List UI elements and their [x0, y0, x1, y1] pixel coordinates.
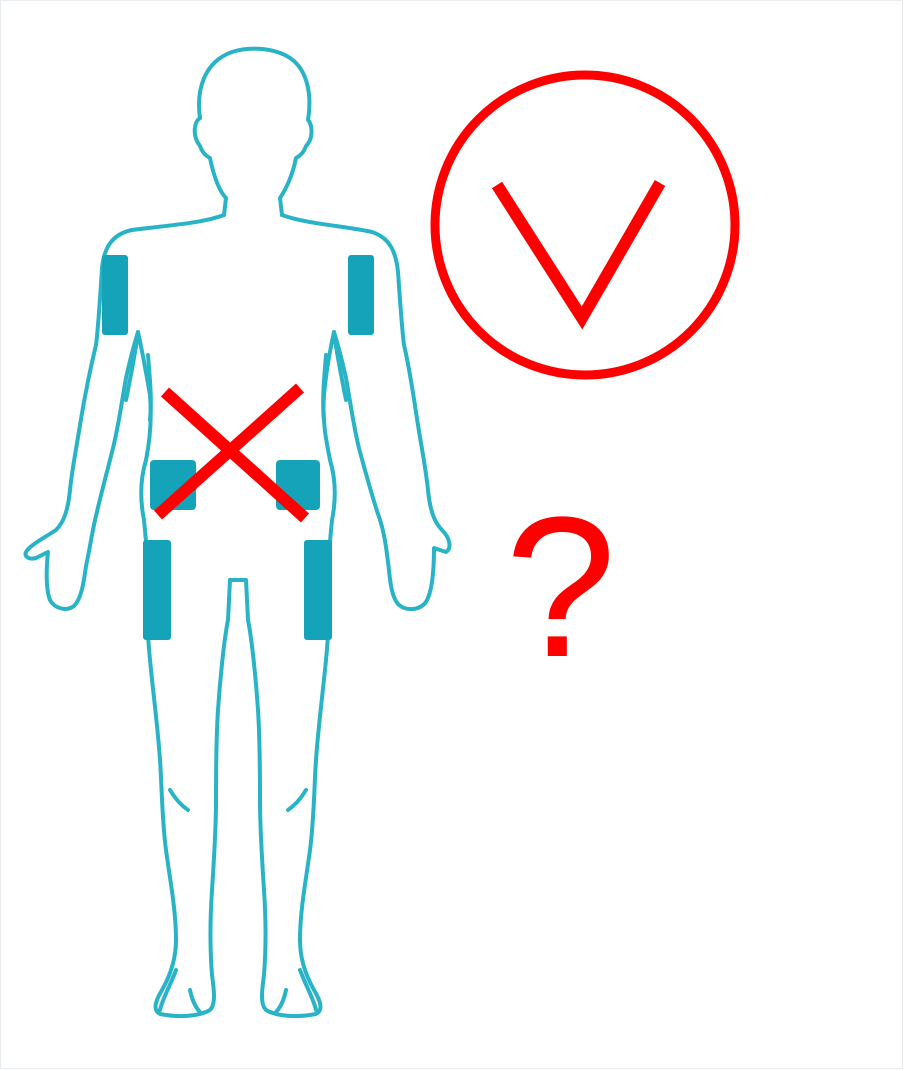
question-mark-label: ?	[505, 476, 616, 699]
question-mark: ?	[505, 488, 616, 688]
